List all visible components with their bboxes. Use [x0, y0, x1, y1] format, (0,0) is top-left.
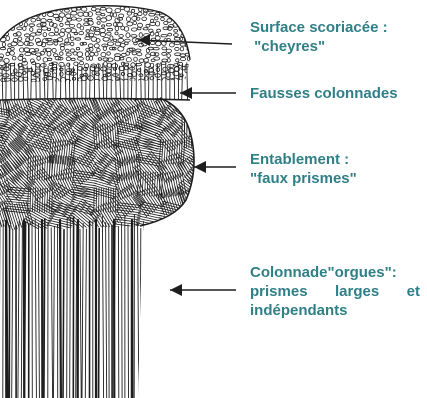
- entablement-layer: [0, 87, 211, 233]
- label-line: Entablement :: [250, 150, 357, 169]
- label-line: Colonnade"orgues":: [250, 263, 420, 282]
- label-line: prismes larges et: [250, 282, 420, 301]
- label-fausses-colonnades: Fausses colonnades: [250, 84, 398, 103]
- arrow-colonnade: [170, 284, 236, 296]
- label-line: indépendants: [250, 301, 420, 320]
- arrow-entablement: [194, 161, 236, 173]
- label-entablement: Entablement : "faux prismes": [250, 150, 357, 188]
- label-word: larges: [335, 282, 379, 301]
- label-line: "cheyres": [250, 37, 388, 56]
- arrow-fausses-colonnades: [180, 87, 236, 99]
- label-colonnade-orgues: Colonnade"orgues": prismes larges et indép…: [250, 263, 420, 320]
- label-word: prismes: [250, 282, 308, 301]
- label-word: et: [407, 282, 420, 301]
- label-line: Fausses colonnades: [250, 84, 398, 103]
- colonnade-orgues-layer: [0, 214, 144, 398]
- label-line: Surface scoriacée :: [250, 18, 388, 37]
- label-line: "faux prismes": [250, 169, 357, 188]
- label-surface-scoriacee: Surface scoriacée : "cheyres": [250, 18, 388, 56]
